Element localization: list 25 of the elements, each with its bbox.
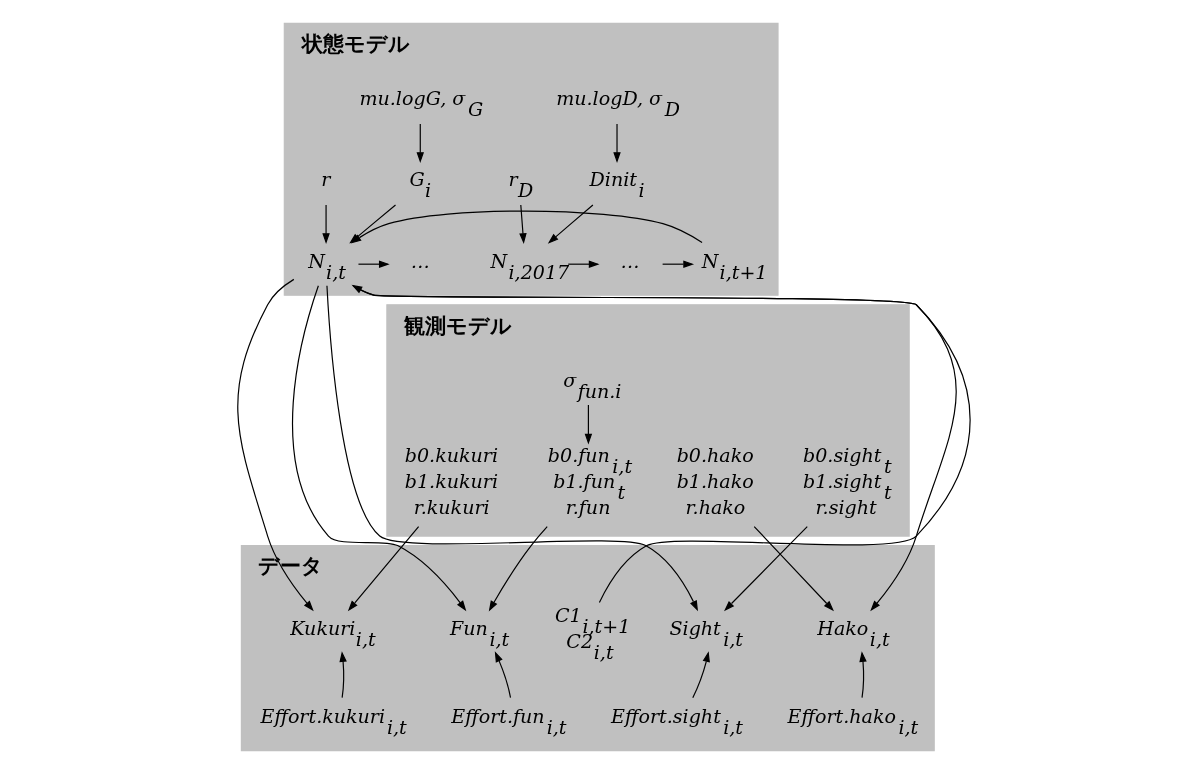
arrow [724,525,808,611]
arrow [488,525,548,612]
arrow [416,122,425,163]
arrow [357,259,390,268]
arrow [584,404,593,444]
arrow [567,259,600,268]
arrow [494,650,512,698]
node-text: … [620,249,640,272]
node-text: b0.kukuri b1.kukuri r.kukuri [404,443,499,518]
node-text: b0.hako b1.hako r.hako [676,443,754,518]
arrow [347,525,420,611]
arrow [237,278,314,611]
arrow [859,650,867,698]
node-text: … [410,249,430,272]
arrow [753,525,834,611]
arrow [326,284,698,611]
arrow [692,650,710,698]
arrow [339,650,347,698]
arrow [322,203,330,244]
arrow [613,122,621,163]
arrow [662,259,695,268]
arrow [291,284,467,611]
node-text: r [321,167,331,190]
arrow [519,203,527,244]
arrow [547,203,594,244]
